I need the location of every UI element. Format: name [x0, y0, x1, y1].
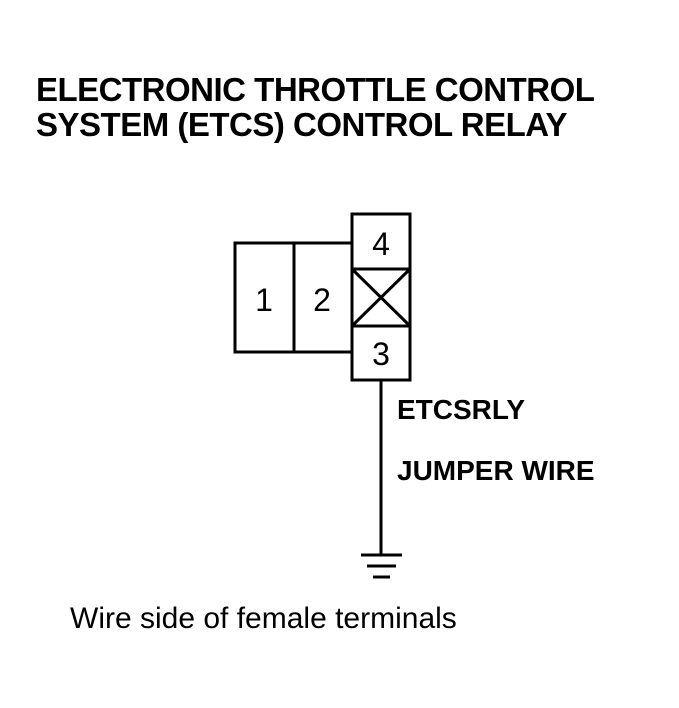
diagram-title: ELECTRONIC THROTTLE CONTROL SYSTEM (ETCS… [36, 71, 595, 143]
terminal-3-label: 3 [372, 336, 390, 372]
terminal-2-label: 2 [313, 282, 331, 318]
connector-left-block [233, 241, 354, 354]
unused-cavity-cross-b [350, 267, 412, 328]
ground-icon [361, 553, 402, 579]
wire-label-jumper: JUMPER WIRE [397, 455, 595, 486]
title-line-1: ELECTRONIC THROTTLE CONTROL [36, 71, 595, 108]
terminal-1-label: 1 [255, 282, 273, 318]
title-line-2: SYSTEM (ETCS) CONTROL RELAY [36, 106, 568, 143]
wire-label-etcsrly: ETCSRLY [397, 394, 525, 425]
view-caption: Wire side of female terminals [70, 602, 457, 635]
connector-right-column [350, 212, 412, 382]
terminal-4-label: 4 [372, 226, 390, 262]
